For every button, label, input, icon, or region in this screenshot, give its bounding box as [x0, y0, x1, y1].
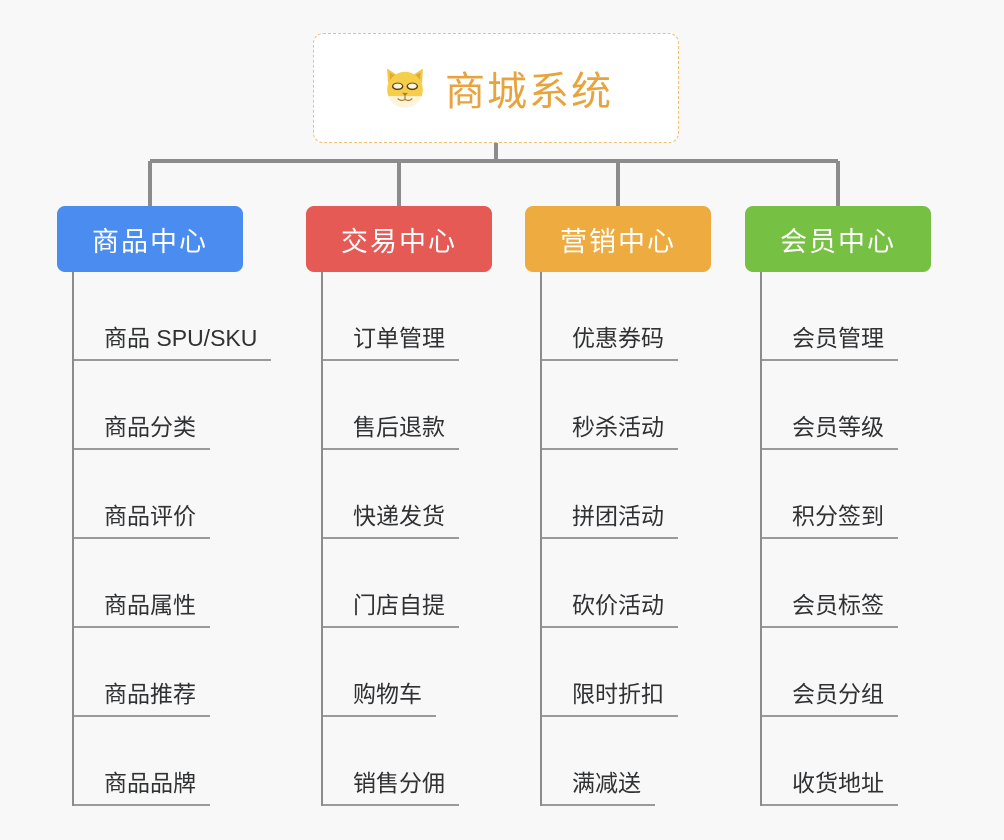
branch-spine-line — [760, 272, 762, 806]
leaf-label: 会员分组 — [792, 681, 884, 707]
branch-column-0: 商品中心商品 SPU/SKU 商品分类商品评价商品属性商品推荐商品品牌 — [57, 206, 272, 806]
leaf-label: 商品分类 — [104, 414, 196, 440]
leaf-underline: 会员管理 — [762, 323, 898, 361]
leaf-node[interactable]: 收货地址 — [760, 717, 931, 806]
branch-leaf-list: 会员管理会员等级积分签到会员标签会员分组收货地址 — [760, 272, 931, 806]
leaf-underline: 购物车 — [323, 679, 436, 717]
branch-column-1: 交易中心订单管理售后退款快递发货门店自提购物车销售分佣 — [306, 206, 492, 806]
leaf-node[interactable]: 满减送 — [540, 717, 711, 806]
leaf-node[interactable]: 商品品牌 — [72, 717, 243, 806]
leaf-node[interactable]: 售后退款 — [321, 361, 492, 450]
branch-leaf-list: 优惠券码秒杀活动拼团活动砍价活动限时折扣满减送 — [540, 272, 711, 806]
leaf-node[interactable]: 拼团活动 — [540, 450, 711, 539]
leaf-underline: 商品评价 — [74, 501, 210, 539]
shiba-dog-icon — [379, 62, 431, 114]
branch-column-2: 营销中心优惠券码秒杀活动拼团活动砍价活动限时折扣满减送 — [525, 206, 711, 806]
leaf-underline: 积分签到 — [762, 501, 898, 539]
leaf-node[interactable]: 商品推荐 — [72, 628, 243, 717]
leaf-label: 销售分佣 — [353, 770, 445, 796]
leaf-label: 优惠券码 — [572, 325, 664, 351]
leaf-label: 商品评价 — [104, 503, 196, 529]
leaf-node[interactable]: 商品分类 — [72, 361, 243, 450]
leaf-label: 售后退款 — [353, 414, 445, 440]
leaf-underline: 满减送 — [542, 768, 655, 806]
leaf-underline: 砍价活动 — [542, 590, 678, 628]
leaf-underline: 订单管理 — [323, 323, 459, 361]
leaf-node[interactable]: 会员管理 — [760, 272, 931, 361]
leaf-node[interactable]: 商品评价 — [72, 450, 243, 539]
leaf-label: 商品 SPU/SKU — [104, 325, 258, 351]
leaf-node[interactable]: 购物车 — [321, 628, 492, 717]
leaf-underline: 拼团活动 — [542, 501, 678, 539]
branch-header-2[interactable]: 营销中心 — [525, 206, 711, 272]
leaf-label: 拼团活动 — [572, 503, 664, 529]
leaf-label: 满减送 — [572, 770, 641, 796]
leaf-label: 会员标签 — [792, 592, 884, 618]
leaf-underline: 商品属性 — [74, 590, 210, 628]
leaf-node[interactable]: 会员等级 — [760, 361, 931, 450]
leaf-node[interactable]: 会员标签 — [760, 539, 931, 628]
leaf-underline: 收货地址 — [762, 768, 898, 806]
branch-header-label: 营销中心 — [560, 226, 676, 257]
leaf-node[interactable]: 快递发货 — [321, 450, 492, 539]
leaf-label: 会员管理 — [792, 325, 884, 351]
leaf-label: 订单管理 — [353, 325, 445, 351]
leaf-underline: 商品分类 — [74, 412, 210, 450]
branch-header-label: 会员中心 — [780, 226, 896, 257]
leaf-label: 快递发货 — [353, 503, 445, 529]
leaf-underline: 门店自提 — [323, 590, 459, 628]
leaf-node[interactable]: 会员分组 — [760, 628, 931, 717]
branch-leaf-list: 商品 SPU/SKU 商品分类商品评价商品属性商品推荐商品品牌 — [72, 272, 272, 806]
leaf-node[interactable]: 商品 SPU/SKU — [72, 272, 272, 361]
leaf-label: 商品推荐 — [104, 681, 196, 707]
branch-spine-line — [72, 272, 74, 806]
leaf-node[interactable]: 销售分佣 — [321, 717, 492, 806]
leaf-label: 秒杀活动 — [572, 414, 664, 440]
leaf-underline: 商品 SPU/SKU — [74, 323, 272, 361]
leaf-underline: 快递发货 — [323, 501, 459, 539]
leaf-label: 商品属性 — [104, 592, 196, 618]
leaf-node[interactable]: 优惠券码 — [540, 272, 711, 361]
leaf-underline: 商品品牌 — [74, 768, 210, 806]
leaf-label: 门店自提 — [353, 592, 445, 618]
branch-header-1[interactable]: 交易中心 — [306, 206, 492, 272]
leaf-underline: 限时折扣 — [542, 679, 678, 717]
leaf-underline: 优惠券码 — [542, 323, 678, 361]
branch-spine-line — [540, 272, 542, 806]
leaf-underline: 秒杀活动 — [542, 412, 678, 450]
leaf-label: 会员等级 — [792, 414, 884, 440]
leaf-label: 收货地址 — [792, 770, 884, 796]
branch-column-3: 会员中心会员管理会员等级积分签到会员标签会员分组收货地址 — [745, 206, 931, 806]
leaf-node[interactable]: 门店自提 — [321, 539, 492, 628]
leaf-node[interactable]: 秒杀活动 — [540, 361, 711, 450]
leaf-underline: 商品推荐 — [74, 679, 210, 717]
leaf-label: 购物车 — [353, 681, 422, 707]
leaf-underline: 会员分组 — [762, 679, 898, 717]
branch-header-3[interactable]: 会员中心 — [745, 206, 931, 272]
leaf-label: 积分签到 — [792, 503, 884, 529]
leaf-node[interactable]: 商品属性 — [72, 539, 243, 628]
leaf-node[interactable]: 砍价活动 — [540, 539, 711, 628]
branch-header-label: 商品中心 — [92, 226, 208, 257]
leaf-label: 商品品牌 — [104, 770, 196, 796]
leaf-underline: 会员等级 — [762, 412, 898, 450]
leaf-node[interactable]: 限时折扣 — [540, 628, 711, 717]
leaf-node[interactable]: 订单管理 — [321, 272, 492, 361]
branch-header-0[interactable]: 商品中心 — [57, 206, 243, 272]
branch-spine-line — [321, 272, 323, 806]
leaf-underline: 销售分佣 — [323, 768, 459, 806]
branch-leaf-list: 订单管理售后退款快递发货门店自提购物车销售分佣 — [321, 272, 492, 806]
branch-header-label: 交易中心 — [341, 226, 457, 257]
root-node[interactable]: 商城系统 — [313, 33, 679, 143]
leaf-node[interactable]: 积分签到 — [760, 450, 931, 539]
leaf-label: 限时折扣 — [572, 681, 664, 707]
leaf-underline: 会员标签 — [762, 590, 898, 628]
root-title: 商城系统 — [445, 70, 613, 114]
leaf-underline: 售后退款 — [323, 412, 459, 450]
leaf-label: 砍价活动 — [572, 592, 664, 618]
